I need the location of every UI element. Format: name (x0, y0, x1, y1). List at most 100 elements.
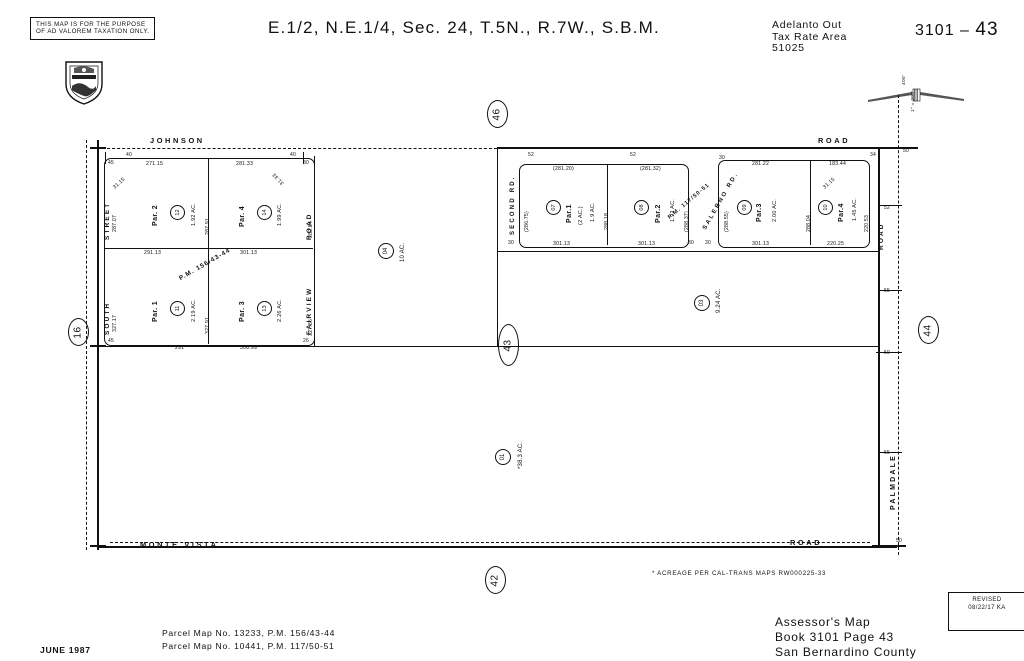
ten-acre-east-line (497, 147, 499, 346)
monte-vista-label: MONTE VISTA (140, 540, 219, 549)
east-par3-name: Par.3 (756, 203, 763, 222)
east-par1-acreage: 1.9 AC. (590, 202, 596, 222)
assessor-book-page: Book 3101 Page 43 (775, 630, 895, 644)
dim-west-par2-top: 271.15 (146, 161, 164, 167)
east-par4-number: 10 (818, 200, 833, 215)
east-par4-name: Par.4 (838, 203, 845, 222)
disclaimer-line-2: OF AD VALOREM TAXATION ONLY. (36, 28, 150, 36)
east-par2-number: 08 (634, 200, 649, 215)
palmdale-road-suffix: ROAD (878, 222, 885, 250)
dim-east-par1-top: (281.20) (553, 166, 574, 172)
tick-nw (90, 147, 106, 149)
west-block-mid-vertical (208, 159, 209, 344)
dim-west-par2-left: 287.07 (112, 214, 118, 232)
tra-agency: Adelanto Out (772, 19, 842, 31)
dim-east-par1-right: 288.18 (604, 212, 610, 230)
tick-e-52 (880, 205, 902, 207)
assessor-map-block: Assessor's Map Book 3101 Page 43 San Ber… (775, 615, 917, 660)
west-block-outline (104, 158, 315, 346)
palmdale-label: PALMDALE (890, 454, 897, 510)
dim-east-par4-bottom: 220.25 (827, 241, 845, 247)
edge-label-45-left: 45 (108, 160, 114, 166)
west-par1-acreage: 2.19 AC. (191, 298, 197, 322)
west-street-label: STREET (104, 201, 111, 240)
west-par2-acreage: 1.92 AC. (191, 202, 197, 226)
edge-label-30-c: 30 (705, 240, 711, 246)
west-par2-name: Par. 2 (152, 204, 159, 226)
dim-east-par3-bottom: 301.13 (752, 241, 770, 247)
east-road-label-a: ROAD (306, 212, 313, 240)
dim-east-par4-top: 183.44 (829, 161, 847, 167)
monte-vista-centerline (110, 542, 870, 543)
section-marker-42: 42 (485, 566, 506, 594)
dim-east-par1-bottom: 301.13 (553, 241, 571, 247)
tick-sw (90, 545, 106, 547)
edge-label-52: 52 (884, 205, 890, 211)
edge-label-40-right: 40 (290, 152, 296, 158)
tick-w-mid (90, 345, 106, 347)
parcel-10ac-number: 04 (378, 243, 394, 259)
dim-west-par3-bottom: 300.99 (240, 345, 258, 351)
dim-east-par2-top: (281.32) (640, 166, 661, 172)
dim-east-par2-bottom: 301.13 (638, 241, 656, 247)
east-par1-acreage-alt: (2 AC.) (578, 206, 584, 225)
revised-label: REVISED (972, 597, 1002, 603)
scale-distance-label: 400' (902, 74, 907, 85)
east-par3-acreage: 2.00 AC. (772, 198, 778, 222)
revised-value: 08/22/17 KA (968, 605, 1006, 611)
section-marker-46: 46 (487, 100, 508, 128)
johnson-centerline (97, 148, 497, 149)
page-title: E.1/2, N.E.1/4, Sec. 24, T.5N., R.7W., S… (268, 18, 660, 37)
dim-west-par1-left: 327.17 (112, 314, 118, 332)
west-par4-name: Par. 4 (239, 205, 246, 227)
edge-label-30-b: 30 (688, 240, 694, 246)
tick-e-59 (876, 352, 902, 354)
palmdale-road-line (878, 147, 880, 547)
east-block-div-1 (607, 165, 608, 245)
edge-label-30-a: 30 (508, 240, 514, 246)
east-par2-name: Par.2 (655, 204, 662, 223)
parcel-924ac-acreage: 9.24 AC. (716, 288, 722, 313)
dim-west-par4-bottom: 301.13 (240, 250, 258, 256)
mid-section-line (97, 346, 878, 348)
dim-west-par4-top: 281.33 (236, 161, 254, 167)
edge-label-50-top: 50 (903, 148, 909, 154)
east-block-div-2 (810, 161, 811, 245)
scale-bar-icon (868, 78, 964, 113)
east-par1-name: Par.1 (566, 204, 573, 223)
parcel-383ac-number: 01 (495, 449, 511, 465)
west-par3-acreage: 2.26 AC. (277, 298, 283, 322)
edge-label-50b: 50 (896, 538, 902, 544)
dim-west-par1-right: 327.91 (205, 316, 211, 334)
book-page-dash: – (960, 22, 970, 39)
monte-vista-road-suffix: ROAD (790, 538, 823, 547)
west-par4-acreage: 1.99 AC. (277, 202, 283, 226)
edge-label-30-d: 30 (719, 155, 725, 161)
edge-label-59: 59 (884, 350, 890, 356)
west-road-dashed-line (86, 140, 87, 550)
parcel-map-reference-2: Parcel Map No. 10441, P.M. 117/50-51 (162, 641, 335, 651)
parcel-map-reference-1: Parcel Map No. 13233, P.M. 156/43-44 (162, 628, 336, 638)
west-block-mid-horizontal (105, 248, 313, 249)
edge-label-34: 34 (870, 152, 876, 158)
dim-east-par4-right: 220.53 (864, 214, 870, 232)
edge-label-52-b: 52 (630, 152, 636, 158)
tax-rate-area-block: Adelanto Out Tax Rate Area 51025 (772, 19, 848, 55)
tick-ne (870, 147, 906, 149)
dim-east-par3-right: 288.04 (806, 214, 812, 232)
edge-label-55: 55 (884, 288, 890, 294)
tick-e-55b (880, 452, 902, 454)
nine-acre-north-line (497, 251, 878, 253)
tra-label: Tax Rate Area (772, 30, 848, 43)
dim-west-par1-bottom: 291 (175, 345, 185, 351)
edge-label-45-right: 45 (108, 338, 114, 344)
west-par4-number: 14 (257, 205, 272, 220)
east-road-dashed-line (898, 95, 899, 555)
map-date: JUNE 1987 (40, 645, 91, 655)
east-block-outline-a (519, 164, 689, 248)
edge-label-55b: 55 (884, 450, 890, 456)
east-fairview-label: FAIRVIEW (306, 286, 313, 335)
page-number: 43 (975, 19, 999, 40)
assessor-title: Assessor's Map (775, 615, 871, 629)
section-marker-44: 44 (918, 316, 939, 344)
